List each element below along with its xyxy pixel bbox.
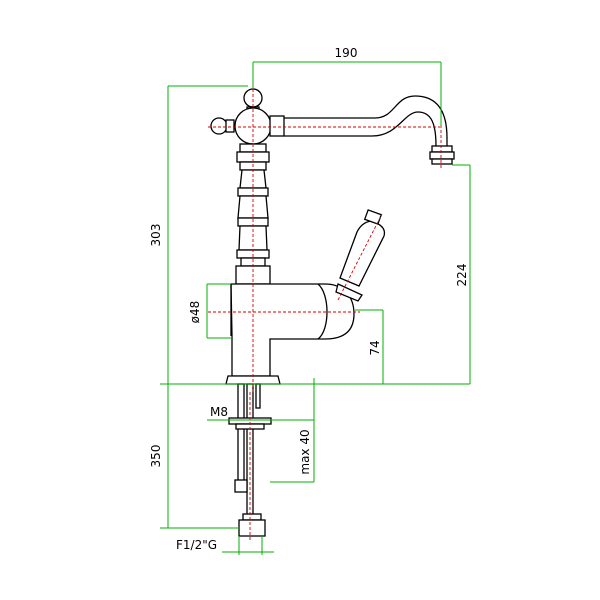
dim-thread-size: M8 xyxy=(210,405,228,419)
dim-spout-height: 224 xyxy=(455,264,469,287)
dim-body-diameter: ø48 xyxy=(188,301,202,324)
dim-hose-length: 350 xyxy=(149,445,163,468)
dim-spout-reach: 190 xyxy=(335,46,358,60)
dimension-labels: 190 303 224 ø48 74 M8 max 40 350 F1/2"G xyxy=(149,46,469,552)
dim-max-deck: max 40 xyxy=(298,429,312,474)
dim-body-height: 74 xyxy=(368,340,382,355)
dim-connection: F1/2"G xyxy=(176,538,217,552)
dim-total-height: 303 xyxy=(149,224,163,247)
faucet-outline xyxy=(210,88,455,537)
dimension-lines xyxy=(160,61,471,555)
center-lines xyxy=(208,84,442,540)
